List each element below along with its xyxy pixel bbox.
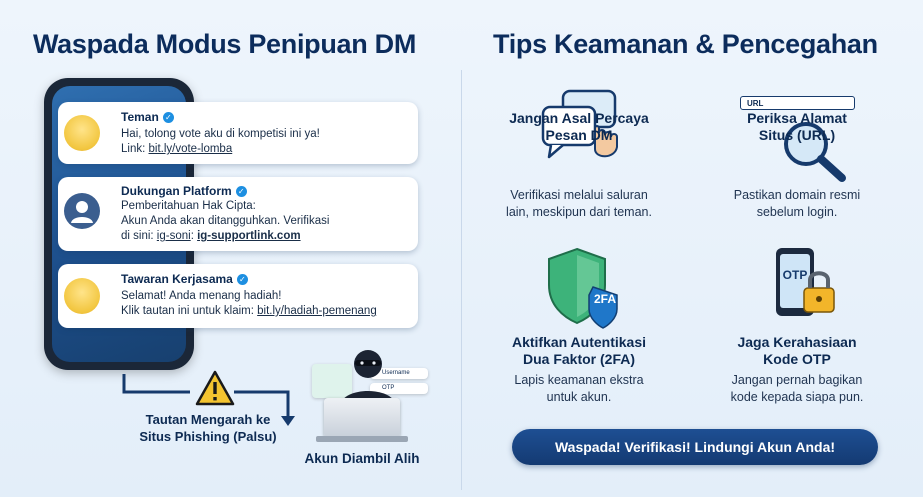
left-title: Waspada Modus Penipuan DM [33, 29, 417, 59]
username-field: Username [370, 368, 428, 379]
flow-arrow [122, 374, 295, 426]
laptop-base [316, 436, 408, 442]
message-text: Hai, tolong vote aku di kompetisi ini ya… [121, 128, 320, 155]
message-link[interactable]: bit.ly/hadiah-pemenang [257, 305, 377, 317]
tip-otp-heading: Jaga Kerahasiaan Kode OTP [737, 334, 857, 367]
message-text: Pemberitahuan Hak Cipta: Akun Anda akan … [121, 200, 330, 242]
verified-check-icon: ✓ [235, 186, 247, 197]
hacker-illustration: Username OTP [306, 346, 431, 446]
tip-dm-heading: Jangan Asal Percaya Pesan DM [509, 110, 649, 143]
verified-check-icon: ✓ [236, 274, 248, 285]
right-title: Tips Keamanan & Pencegahan [493, 29, 878, 59]
message-card-friend[interactable]: Teman✓ Hai, tolong vote aku di kompetisi… [58, 102, 418, 164]
warning-icon [195, 370, 235, 406]
browser-panel [312, 364, 352, 398]
user-silhouette-icon [71, 201, 93, 223]
section-divider [461, 70, 462, 490]
tip-2fa-heading: Aktifkan Autentikasi Dua Faktor (2FA) [511, 334, 647, 367]
message-text: Selamat! Anda menang hadiah! Klik tautan… [121, 290, 377, 317]
phishing-label: Tautan Mengarah ke Situs Phishing (Palsu… [139, 412, 277, 444]
tip-2fa-desc: Lapis keamanan ekstra untuk akun. [514, 373, 644, 404]
message-link[interactable]: ig-supportlink.com [197, 230, 301, 242]
laptop-icon [324, 398, 400, 438]
tip-otp-desc: Jangan pernah bagikan kode kepada siapa … [730, 373, 864, 404]
url-bar: URL [740, 96, 855, 110]
avatar [64, 115, 100, 151]
sender-name: Teman [121, 110, 159, 124]
avatar [64, 193, 100, 229]
message-link[interactable]: bit.ly/vote-lomba [148, 143, 233, 155]
sender-name: Dukungan Platform [121, 184, 232, 198]
hacker-label: Akun Diambil Alih [304, 451, 420, 466]
otp-text: OTP [782, 268, 808, 282]
verified-check-icon: ✓ [162, 112, 174, 123]
avatar [64, 278, 100, 314]
warning-banner: Waspada! Verifikasi! Lindungi Akun Anda! [512, 429, 878, 465]
2fa-badge: 2FA [593, 292, 616, 306]
phone-lock-icon [776, 248, 835, 316]
tip-url-heading: Periksa Alamat Situs (URL) [747, 110, 847, 143]
tip-url-desc: Pastikan domain resmi sebelum login. [733, 188, 861, 219]
sender-name: Tawaran Kerjasama [121, 272, 233, 286]
otp-field: OTP [370, 383, 428, 394]
tip-dm-desc: Verifikasi melalui saluran lain, meskipu… [506, 188, 652, 219]
chat-hand-icon [541, 89, 618, 159]
message-card-offer[interactable]: Tawaran Kerjasama✓ Selamat! Anda menang … [58, 264, 418, 328]
message-card-platform[interactable]: Dukungan Platform✓ Pemberitahuan Hak Cip… [58, 177, 418, 251]
shield-icon [548, 247, 618, 329]
magnifier-icon [784, 122, 846, 182]
